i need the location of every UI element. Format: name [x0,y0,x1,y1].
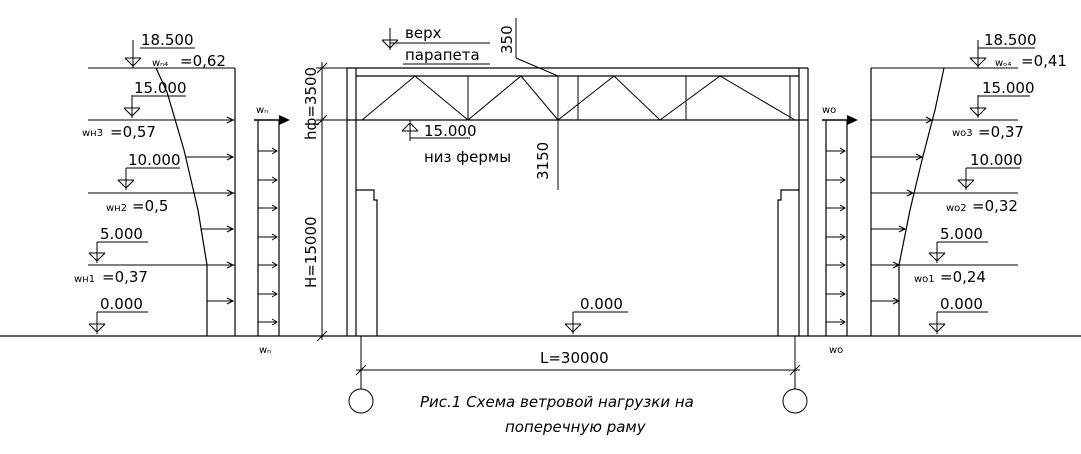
left-coef-3-val: =0,57 [110,123,156,141]
left-coef-2-sym: wн2 [106,203,127,214]
right-elev-15000: 15.000 [982,79,1035,97]
left-elev-18500: 18.500 [141,31,194,49]
right-elev-5000: 5.000 [940,225,983,243]
left-elev-10000: 10.000 [128,151,181,169]
frame [346,67,809,336]
right-coef-2-sym: wо2 [946,203,967,214]
right-elev-0000: 0.000 [940,295,983,313]
right-coef-1-sym: wо1 [914,274,935,285]
left-force-column: wₙ wₙ [254,105,290,356]
caption-line-1: Рис.1 Схема ветровой нагрузки на [420,393,694,411]
caption-line-2: поперечную раму [505,418,647,436]
parapet-label-bottom: парапета [405,46,480,64]
right-force-bottom-label: wо [829,345,843,356]
right-coef-top-val: =0,41 [1021,52,1067,70]
right-pressure-diagram: 18.500 15.000 10.000 5.000 0.000 wₒ₄ =0,… [870,31,1067,336]
right-elev-18500: 18.500 [984,31,1037,49]
left-coef-1-val: =0,37 [102,268,148,286]
truss-bottom-label: низ фермы [424,148,511,166]
left-force-top-label: wₙ [256,105,268,116]
dim-350: 350 [498,25,516,54]
span-dimension: L=30000 [348,336,808,414]
dim-hf: hф=3500 [302,67,320,140]
parapet-marker: верх парапета 350 [381,18,559,77]
truss-bottom-marker: 15.000 низ фермы 3150 [401,120,559,190]
left-coef-1-sym: wн1 [74,274,95,285]
floor-elev: 0.000 [580,295,623,313]
right-force-top-label: wо [822,105,836,116]
left-elev-0000: 0.000 [100,295,143,313]
right-coef-3-val: =0,37 [978,123,1024,141]
left-coef-top-sym: wₙ₄ [152,58,168,69]
right-force-column: wо wо [822,105,858,356]
left-coef-3-sym: wн3 [82,128,103,139]
right-coef-3-sym: wо3 [952,128,973,139]
height-dimension: hф=3500 H=15000 [302,62,350,342]
right-elev-10000: 10.000 [970,151,1023,169]
right-coef-1-val: =0,24 [940,268,986,286]
axis-marker-right [782,388,808,414]
left-force-bottom-label: wₙ [259,345,271,356]
right-coef-top-sym: wₒ₄ [995,58,1011,69]
dim-H: H=15000 [302,216,320,288]
left-pressure-diagram: 18.500 15.000 10.000 5.000 0.000 wₙ₄ =0,… [74,31,236,336]
span-label: L=30000 [540,349,609,367]
left-coef-top-val: =0,62 [180,52,226,70]
floor-elev-marker: 0.000 [564,295,628,334]
parapet-label-top: верх [405,24,442,42]
left-elev-5000: 5.000 [100,225,143,243]
right-coef-2-val: =0,32 [972,197,1018,215]
truss-bottom-elev: 15.000 [424,122,477,140]
left-coef-2-val: =0,5 [132,197,168,215]
dim-3150: 3150 [534,142,552,180]
left-elev-15000: 15.000 [134,79,187,97]
axis-marker-left [348,388,374,414]
